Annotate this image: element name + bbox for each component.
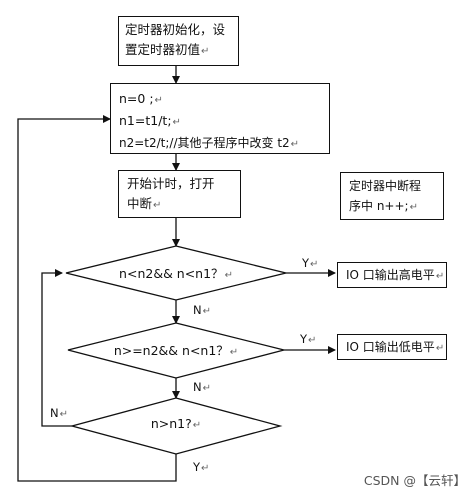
decision-d2-text: n>=n2&& n<n1？↵ [113, 343, 239, 358]
decision-d1-text: n<n2&& n<n1？↵ [119, 266, 233, 281]
box-variables: n=0 ;↵ n1=t1/t;↵ n2=t2/t;//其他子程序中改变 t2↵ [110, 83, 330, 154]
box-interrupt-routine-line1: 定时器中断程 [349, 179, 422, 193]
box-start-timer: 开始计时，打开 中断↵ [118, 170, 241, 218]
watermark: CSDN @【云轩】 [363, 473, 466, 488]
box-timer-init-line2: 置定时器初值↵ [125, 42, 210, 57]
label-d2-no: N↵ [193, 380, 211, 394]
box-output-low-text: IO 口输出低电平↵ [346, 340, 445, 354]
box-start-timer-line2: 中断↵ [127, 196, 162, 211]
box-interrupt-routine-line2: 序中 n++;↵ [349, 199, 418, 213]
box-variables-line1: n=0 ;↵ [119, 91, 163, 106]
decision-d2 [67, 322, 285, 379]
arrow-d3-no-loop [41, 269, 72, 427]
label-d3-yes: Y↵ [193, 460, 210, 474]
box-variables-line3: n2=t2/t;//其他子程序中改变 t2↵ [119, 136, 300, 150]
box-output-high: IO 口输出高电平↵ [337, 262, 447, 288]
label-d1-no: N↵ [193, 303, 211, 317]
box-variables-line2: n1=t1/t;↵ [119, 113, 181, 128]
decision-d3 [69, 397, 283, 455]
label-d1-yes: Y↵ [302, 256, 319, 270]
arrow-d3-yes-loop [17, 115, 177, 482]
box-start-timer-line1: 开始计时，打开 [127, 176, 215, 191]
box-timer-init-line1: 定时器初始化，设 [125, 22, 226, 37]
box-interrupt-routine: 定时器中断程 序中 n++;↵ [340, 172, 444, 220]
decision-d1 [65, 245, 287, 301]
box-timer-init: 定时器初始化，设 置定时器初值↵ [118, 16, 239, 66]
box-output-low: IO 口输出低电平↵ [337, 334, 447, 360]
label-d2-yes: Y↵ [300, 332, 317, 346]
decision-d3-text: n>n1?↵ [150, 416, 202, 431]
box-output-high-text: IO 口输出高电平↵ [346, 268, 445, 282]
label-d3-no: N↵ [50, 406, 68, 420]
